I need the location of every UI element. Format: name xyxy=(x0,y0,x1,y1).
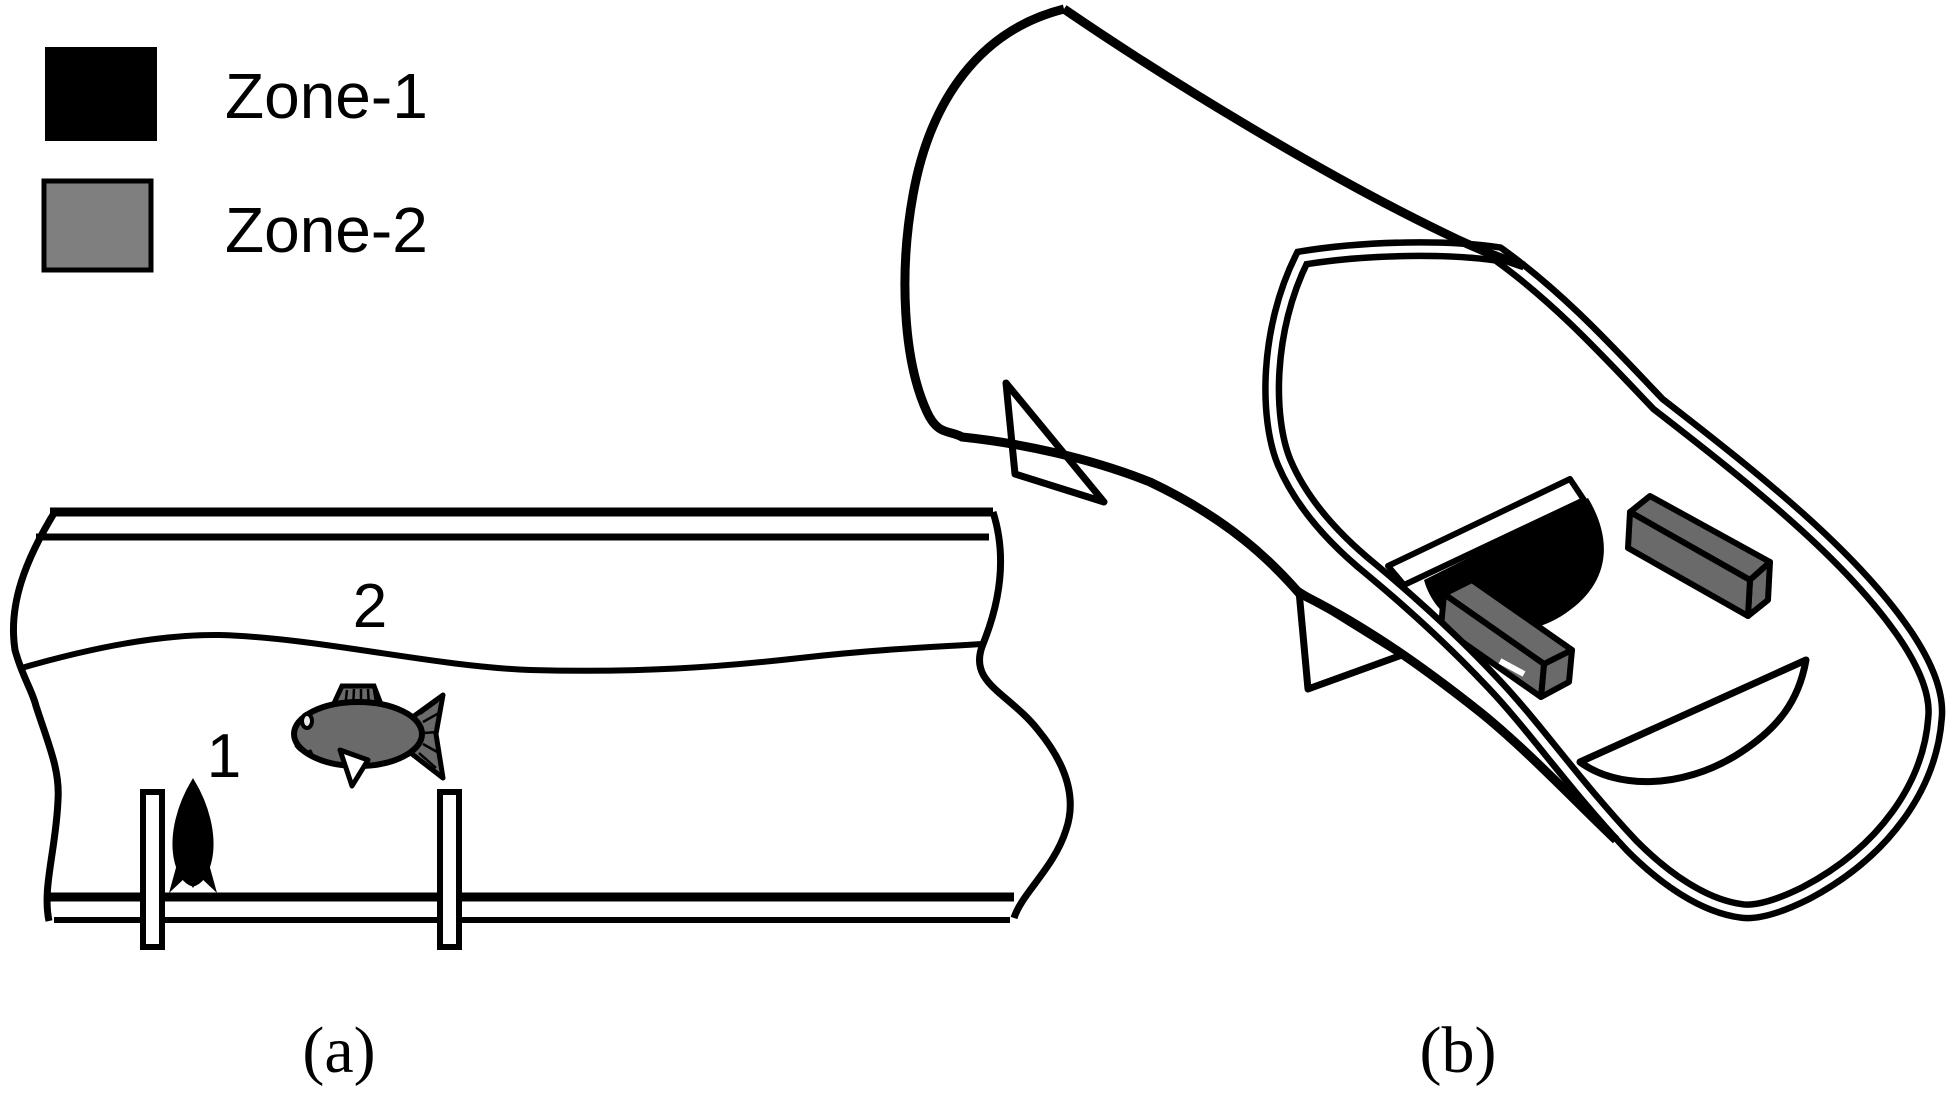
interior-gray-brick-right xyxy=(1625,493,1773,619)
larva-tail-fins xyxy=(169,864,217,893)
legend-label-zone2: Zone-2 xyxy=(225,194,428,266)
panel-a-caption: (a) xyxy=(302,1014,375,1087)
cylinder-top-edge xyxy=(1061,5,1526,271)
interior-bottom-plate xyxy=(1576,656,1810,785)
fish-tail-rays xyxy=(418,699,440,769)
flow-surface-line xyxy=(17,631,984,674)
legend: Zone-1 Zone-2 xyxy=(41,47,428,273)
interior-baffle-plate xyxy=(1385,476,1587,588)
panel-a-side-view: 1 2 (a) xyxy=(9,507,1074,1087)
cylinder-cap-and-bottom-edge xyxy=(900,4,1620,844)
support-fin-rear xyxy=(1002,379,1108,506)
panel-b-caption: (b) xyxy=(1420,1014,1497,1087)
legend-swatch-zone1 xyxy=(45,47,157,141)
post-left xyxy=(140,789,165,950)
legend-label-zone1: Zone-1 xyxy=(225,60,428,132)
legend-swatch-zone2 xyxy=(41,178,154,273)
fish xyxy=(291,683,446,789)
fish-pelvic-fin xyxy=(337,747,371,789)
fish-eye xyxy=(300,712,314,730)
zone1-marker: 1 xyxy=(207,722,241,791)
fish-mouth xyxy=(294,743,314,755)
tube-right-break-edge xyxy=(975,510,1074,920)
interior-gray-brick-left xyxy=(1438,577,1575,700)
tube-left-break-edge xyxy=(9,508,62,922)
rim-inner-gap xyxy=(1268,245,1939,915)
panel-b-3d-view: (b) xyxy=(900,4,1946,1087)
zone2-marker: 2 xyxy=(353,572,387,641)
post-right xyxy=(437,789,462,950)
larva-silhouette xyxy=(169,778,217,893)
cutaway-rim xyxy=(1262,239,1946,922)
